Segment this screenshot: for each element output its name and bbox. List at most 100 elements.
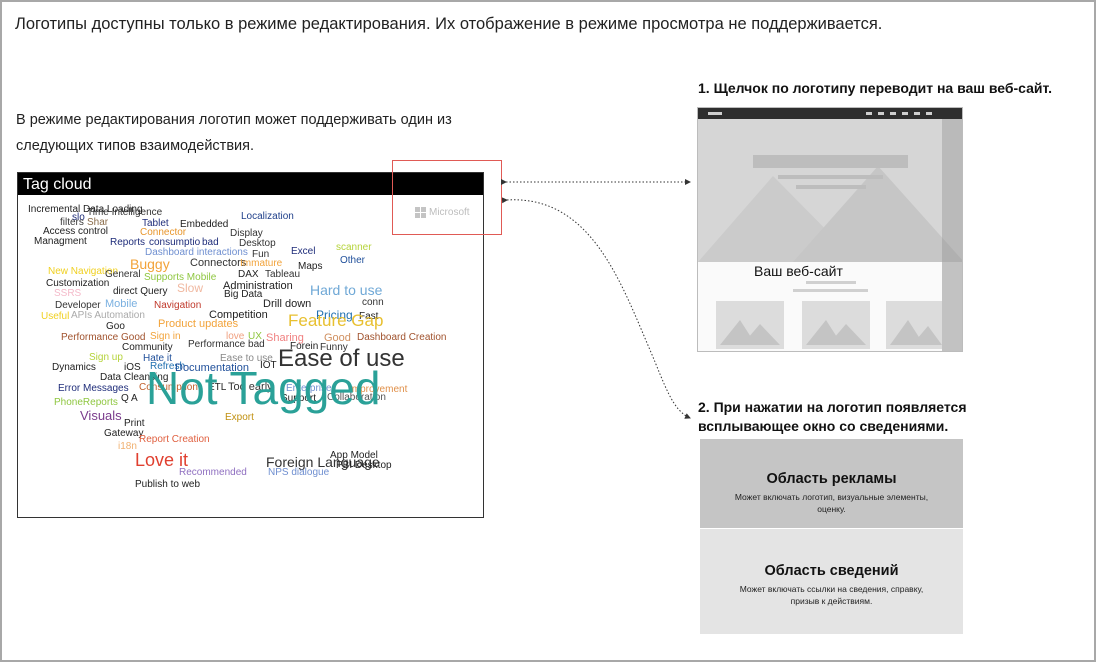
tag-cloud-word: Localization	[241, 211, 294, 222]
tag-cloud-word: ETL	[208, 382, 227, 393]
tag-cloud-word: Competition	[209, 309, 268, 321]
tag-cloud-title: Tag cloud	[18, 173, 483, 195]
tag-cloud-word: Consumption	[139, 382, 198, 393]
tag-cloud-word: Display	[230, 228, 263, 239]
tag-cloud-word: Pricing	[316, 308, 353, 322]
tag-cloud-word: Print	[124, 418, 145, 429]
step2-title: 2. При нажатии на логотип появляется всп…	[698, 398, 967, 436]
tag-cloud-word: Community	[122, 342, 173, 353]
tag-cloud-word: PBI Desktop	[336, 460, 392, 471]
tag-cloud-word: Tablet	[142, 218, 169, 229]
step2-title-line2: всплывающее окно со сведениями.	[698, 418, 949, 434]
ad-area-description: Может включать логотип, визуальные элеме…	[734, 492, 929, 514]
microsoft-grid-icon	[415, 207, 426, 218]
tag-cloud-word: Foreign Language	[266, 454, 380, 470]
tag-cloud-word: Dashboard Creation	[357, 332, 447, 343]
tag-cloud-word: consumptio	[149, 237, 201, 248]
tag-cloud-word: Slow	[177, 281, 204, 295]
tag-cloud-word: Shar	[87, 217, 109, 228]
tag-cloud-word: Visuals	[80, 408, 122, 423]
tag-cloud-word: Improvement	[349, 384, 408, 395]
tag-cloud-word: direct Query	[113, 286, 168, 297]
tag-cloud-word: Access control	[43, 226, 109, 237]
tag-cloud-word: slo	[72, 212, 85, 223]
logo-highlight-box[interactable]: Microsoft	[392, 160, 502, 235]
tag-cloud-word: Report Creation	[139, 434, 210, 445]
logo-text: Microsoft	[429, 207, 470, 218]
tag-cloud-word: i18n	[118, 441, 137, 452]
tag-cloud-word: Desktop	[239, 238, 276, 249]
tag-cloud-word: Recommended	[179, 467, 247, 478]
info-area-description: Может включать ссылки на сведения, справ…	[739, 584, 924, 606]
tag-cloud-word: love	[226, 331, 245, 342]
tag-cloud-word: iOS	[124, 362, 141, 373]
tag-cloud-word: Good	[324, 332, 351, 344]
tag-cloud-word: Export	[225, 412, 254, 423]
tag-cloud-word: Reports	[110, 237, 146, 248]
tag-cloud-word: Ease to use	[220, 353, 273, 364]
tag-cloud-word: Documentation	[175, 362, 249, 374]
ad-area-panel: Область рекламы Может включать логотип, …	[700, 439, 963, 528]
tag-cloud-word: Embedded	[180, 219, 229, 230]
tag-cloud-word: Q A	[121, 393, 138, 404]
tag-cloud-word: Not Tagged	[146, 362, 381, 414]
tag-cloud-word: Buggy	[130, 256, 170, 272]
tag-cloud-word: Sign up	[89, 352, 123, 363]
tag-cloud-word: DAX	[238, 269, 259, 280]
tag-cloud-word: Dynamics	[52, 362, 96, 373]
intro-text: В режиме редактирования логотип может по…	[16, 112, 452, 154]
info-area-title: Область сведений	[764, 563, 899, 579]
tag-cloud-word: Excel	[291, 246, 316, 257]
step1-title: 1. Щелчок по логотипу переводит на ваш в…	[698, 80, 1053, 96]
tag-cloud-word: PhoneReports	[54, 397, 118, 408]
tag-cloud-word: Funny	[320, 342, 348, 353]
tag-cloud-word: Developer	[55, 300, 101, 311]
tag-cloud-word: filters	[60, 217, 84, 228]
tag-cloud-word: Connectors	[190, 257, 247, 269]
tag-cloud-word: Fast	[359, 311, 379, 322]
tag-cloud-word: Time Intelligence	[87, 207, 163, 218]
tag-cloud-word: App Model	[330, 450, 378, 461]
tag-cloud-word: Incremental Data Loading	[28, 204, 143, 215]
website-illustration	[698, 108, 962, 351]
tag-cloud-word: Mobile	[105, 298, 138, 310]
tag-cloud-word: Connector	[140, 227, 187, 238]
tag-cloud-word: conn	[362, 297, 384, 308]
tag-cloud-word: scanner	[336, 242, 372, 253]
tag-cloud-word: General	[105, 269, 141, 280]
tag-cloud-word: Too early	[228, 381, 273, 393]
tag-cloud-word: Error Messages	[58, 383, 129, 394]
tag-cloud-word: Drill down	[263, 298, 312, 310]
website-label: Ваш веб-сайт	[754, 263, 843, 279]
tag-cloud-word: bad	[202, 237, 219, 248]
tag-cloud-word: Performance Good	[61, 332, 146, 343]
arrow-to-popup	[501, 197, 691, 419]
tag-cloud-word: Big Data	[224, 289, 263, 300]
tag-cloud-word: Data Cleansing	[100, 372, 169, 383]
tag-cloud-word: Hate it	[143, 353, 172, 364]
tag-cloud-word: Collaboration	[327, 392, 386, 403]
tag-cloud-word: Tableau	[265, 269, 301, 280]
tag-cloud-word: Goo	[106, 321, 125, 332]
tag-cloud-word: Refresh	[150, 361, 186, 372]
step2-title-line1: 2. При нажатии на логотип появляется	[698, 399, 967, 415]
tag-cloud-word: Dashboard interactions	[145, 247, 248, 258]
microsoft-logo[interactable]: Microsoft	[415, 207, 470, 218]
tag-cloud-word: Maps	[298, 261, 323, 272]
ad-area-title: Область рекламы	[766, 471, 897, 487]
tag-cloud-word: Fun	[252, 249, 270, 260]
tag-cloud-word: New Navigation	[48, 266, 119, 277]
tag-cloud-word: APIs Automation	[71, 310, 145, 321]
tag-cloud-word: Performance bad	[188, 339, 265, 350]
tag-cloud-word: Sharing	[266, 332, 304, 344]
tag-cloud-word: Hard to use	[310, 282, 383, 298]
tag-cloud-word: NPS dialogue	[268, 467, 330, 478]
tag-cloud-word: Customization	[46, 278, 110, 289]
tag-cloud-word: SSRS	[54, 288, 82, 299]
tag-cloud-word: Sign in	[150, 331, 181, 342]
tag-cloud-word: Other	[340, 255, 366, 266]
tag-cloud-word: Love it	[135, 450, 189, 470]
tag-cloud-word: Product updates	[158, 318, 239, 330]
